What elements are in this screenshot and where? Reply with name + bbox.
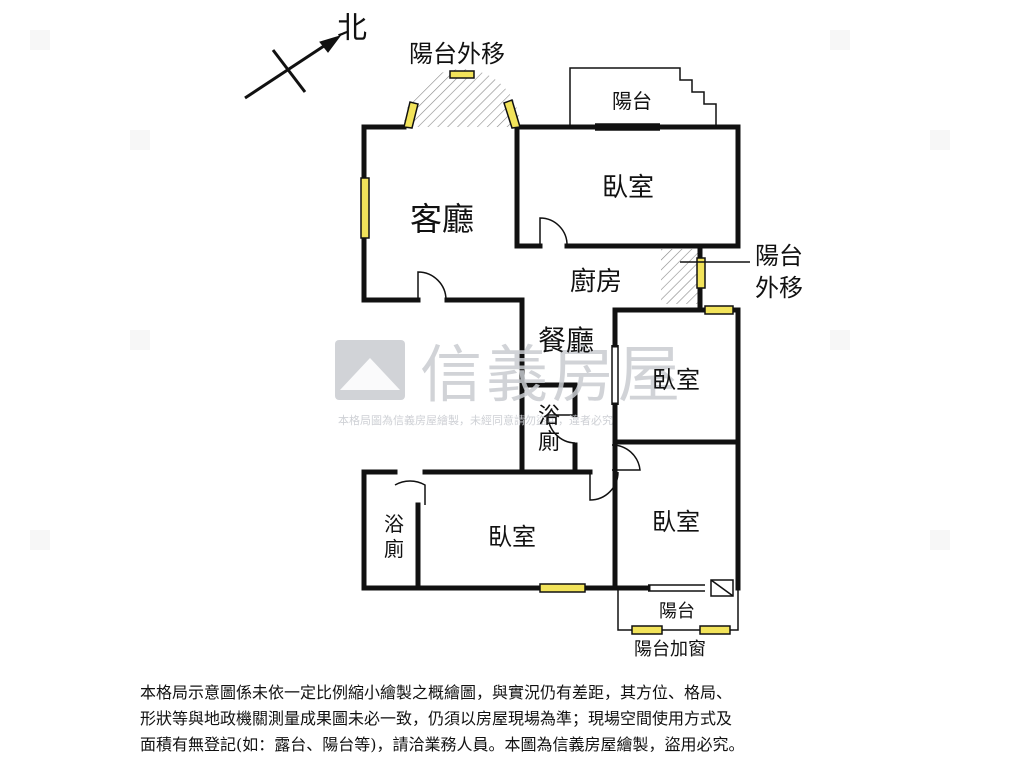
bedroom-top-label: 臥室 <box>602 173 654 203</box>
bathroom-center-label-1: 浴 <box>538 404 560 429</box>
disclaimer-line-1: 本格局示意圖係未依一定比例縮小繪製之概繪圖，與實況仍有差距，其方位、格局、 <box>140 683 733 702</box>
balcony-top-label: 陽台 <box>612 89 652 113</box>
balcony-moved-right-label-1: 陽台 <box>755 242 803 270</box>
balcony-window-label: 陽台加窗 <box>634 639 706 660</box>
bedroom-bottom-right-label: 臥室 <box>652 508 700 536</box>
watermark-brand: 信義房屋 <box>420 338 684 411</box>
north-arrow <box>244 35 342 100</box>
balcony-moved-top-area <box>404 69 520 127</box>
balcony-bottom-label: 陽台 <box>659 601 695 622</box>
living-room-label: 客廳 <box>410 200 474 238</box>
walls <box>361 124 741 591</box>
kitchen-label: 廚房 <box>570 267 622 297</box>
balcony-corner-box <box>710 579 734 597</box>
bedroom-bottom-left-label: 臥室 <box>488 523 536 551</box>
disclaimer-text: 本格局示意圖係未依一定比例縮小繪製之概繪圖，與實況仍有差距，其方位、格局、 形狀… <box>140 680 900 758</box>
balcony-outlines <box>569 67 739 631</box>
balcony-moved-right-area <box>661 249 699 304</box>
dining-room-label: 餐廳 <box>538 324 594 357</box>
bathroom-center-label-2: 廁 <box>538 430 560 455</box>
bedroom-middle-right-label: 臥室 <box>652 366 700 394</box>
balcony-moved-top-label: 陽台外移 <box>409 40 505 68</box>
bathroom-left-label-2: 廁 <box>384 537 404 561</box>
disclaimer-line-2: 形狀等與地政機關測量成果圖未必一致，仍須以房屋現場為準；現場空間使用方式及 <box>140 709 733 728</box>
disclaimer-line-3: 面積有無登記(如：露台、陽台等)，請洽業務人員。本圖為信義房屋繪製，盜用必究。 <box>140 735 745 754</box>
balcony-moved-right-label-2: 外移 <box>755 274 803 302</box>
bathroom-left-label-1: 浴 <box>384 512 404 536</box>
north-label: 北 <box>337 11 367 46</box>
windows <box>360 70 734 635</box>
doors <box>394 217 641 505</box>
background-watermark <box>30 30 950 550</box>
watermark-notice: 本格局圖為信義房屋繪製，未經同意請勿盜用，違者必究 <box>338 413 613 427</box>
watermark-logo <box>335 340 405 400</box>
